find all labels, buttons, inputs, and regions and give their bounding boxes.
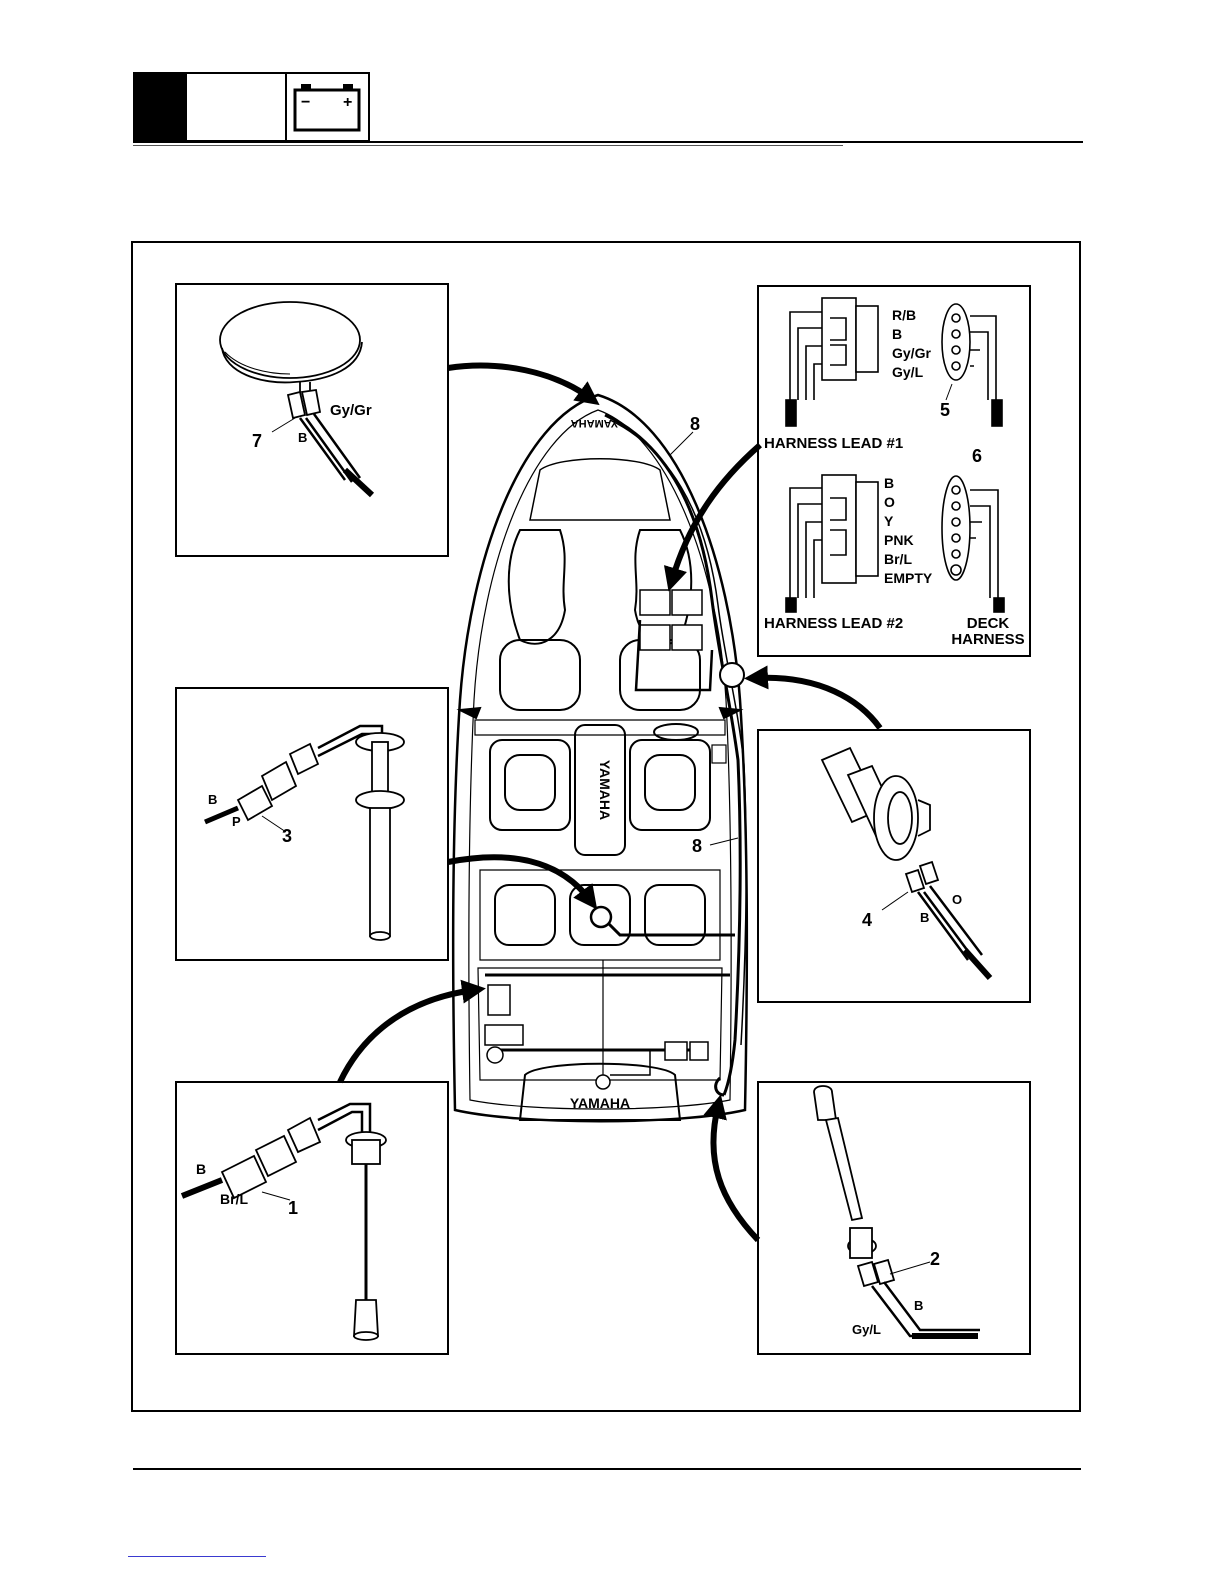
footer-rule (133, 1468, 1081, 1470)
lead1-wire-1: B (892, 326, 902, 342)
fuel-sender-wire-b: B (208, 792, 217, 807)
lead2-wire-2: Y (884, 513, 894, 529)
oil-sender-wire-b: B (196, 1161, 206, 1177)
callout-4: 4 (862, 910, 872, 930)
temp-sender-drawing (814, 1086, 980, 1336)
harness-lead-1-label: HARNESS LEAD #1 (764, 435, 903, 452)
callout-1: 1 (288, 1198, 298, 1218)
horn-wire-gygr: Gy/Gr (330, 402, 372, 419)
horn-wire-b: B (298, 430, 307, 445)
fuel-sender-drawing (205, 726, 404, 940)
speaker-drawing (822, 748, 990, 978)
panel-fuel-sender (176, 688, 448, 960)
temp-sender-wire-b: B (914, 1298, 923, 1313)
center-logo: YAMAHA (597, 760, 613, 820)
callout-3: 3 (282, 826, 292, 846)
speaker-wire-b: B (920, 910, 929, 925)
callout-5: 5 (940, 400, 950, 420)
deck-harness-label-2: HARNESS (951, 631, 1024, 648)
lead1-wire-2: Gy/Gr (892, 345, 931, 361)
oil-sender-drawing (182, 1104, 386, 1340)
temp-sender-wire-gyl: Gy/L (852, 1322, 881, 1337)
callout-2: 2 (930, 1249, 940, 1269)
lead2-wire-1: O (884, 494, 895, 510)
lead2-wire-4: Br/L (884, 551, 912, 567)
lead2-wire-5: EMPTY (884, 570, 933, 586)
callout-8-bow: 8 (690, 414, 700, 434)
panel-speaker (758, 730, 1030, 1002)
lead1-wire-0: R/B (892, 307, 916, 323)
callout-6: 6 (972, 446, 982, 466)
deck-harness-label-1: DECK (967, 615, 1010, 632)
lead2-wire-0: B (884, 475, 894, 491)
speaker-wire-o: O (952, 892, 962, 907)
lead2-wire-3: PNK (884, 532, 914, 548)
horn-drawing (220, 302, 372, 495)
footer-link-underline[interactable] (128, 1556, 266, 1557)
lead1-wire-3: Gy/L (892, 364, 924, 380)
oil-sender-wire-brl: Br/L (220, 1191, 248, 1207)
callout-8-mid: 8 (692, 836, 702, 856)
stern-logo: YAMAHA (570, 1095, 630, 1111)
callout-7: 7 (252, 431, 262, 451)
fuel-sender-wire-p: P (232, 814, 241, 829)
harness-lead-2-label: HARNESS LEAD #2 (764, 615, 903, 632)
